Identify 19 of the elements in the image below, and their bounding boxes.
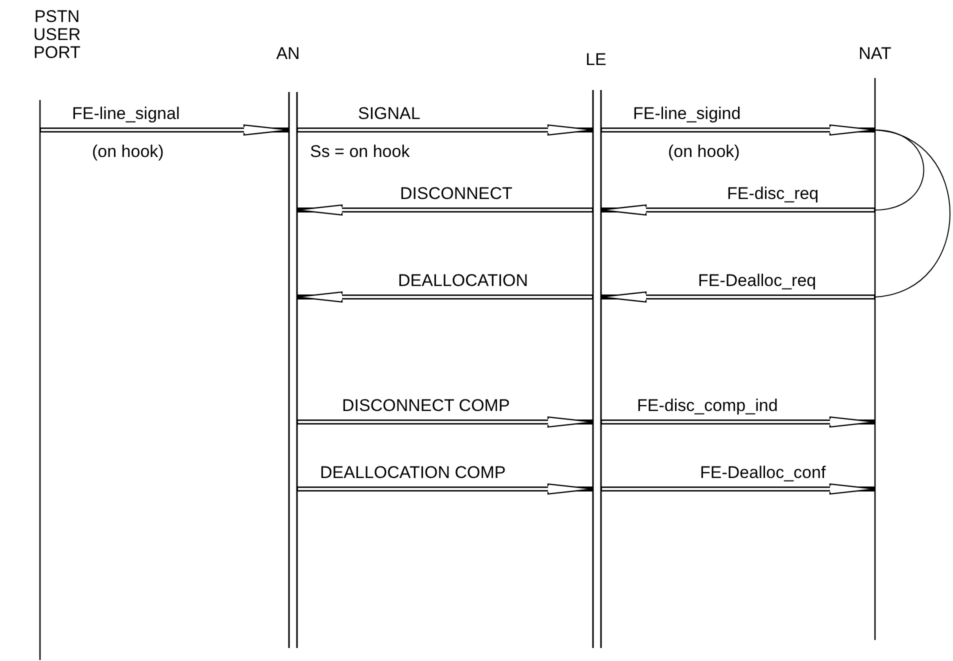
message-label: DEALLOCATION COMP <box>320 464 506 482</box>
message-label: FE-line_sigind <box>633 105 741 123</box>
message-label: DISCONNECT <box>400 185 512 203</box>
message-label: DISCONNECT COMP <box>342 397 510 415</box>
message-label: FE-line_signal <box>72 105 180 123</box>
participant-label: LE <box>584 51 608 69</box>
message-label: FE-Dealloc_req <box>698 272 816 290</box>
message-label: SIGNAL <box>358 105 420 123</box>
message-parameter: (on hook) <box>668 143 740 161</box>
message-parameter: (on hook) <box>92 143 164 161</box>
message-label: FE-disc_comp_ind <box>637 397 778 415</box>
message-arrow <box>38 124 292 136</box>
message-label: FE-Dealloc_conf <box>700 464 826 482</box>
participant-label: NAT <box>858 45 892 63</box>
message-label: FE-disc_req <box>727 185 819 203</box>
participant-label: PSTN USER PORT <box>32 8 82 62</box>
message-parameter: Ss = on hook <box>310 143 410 161</box>
participant-label: AN <box>275 45 301 63</box>
message-label: DEALLOCATION <box>398 272 528 290</box>
